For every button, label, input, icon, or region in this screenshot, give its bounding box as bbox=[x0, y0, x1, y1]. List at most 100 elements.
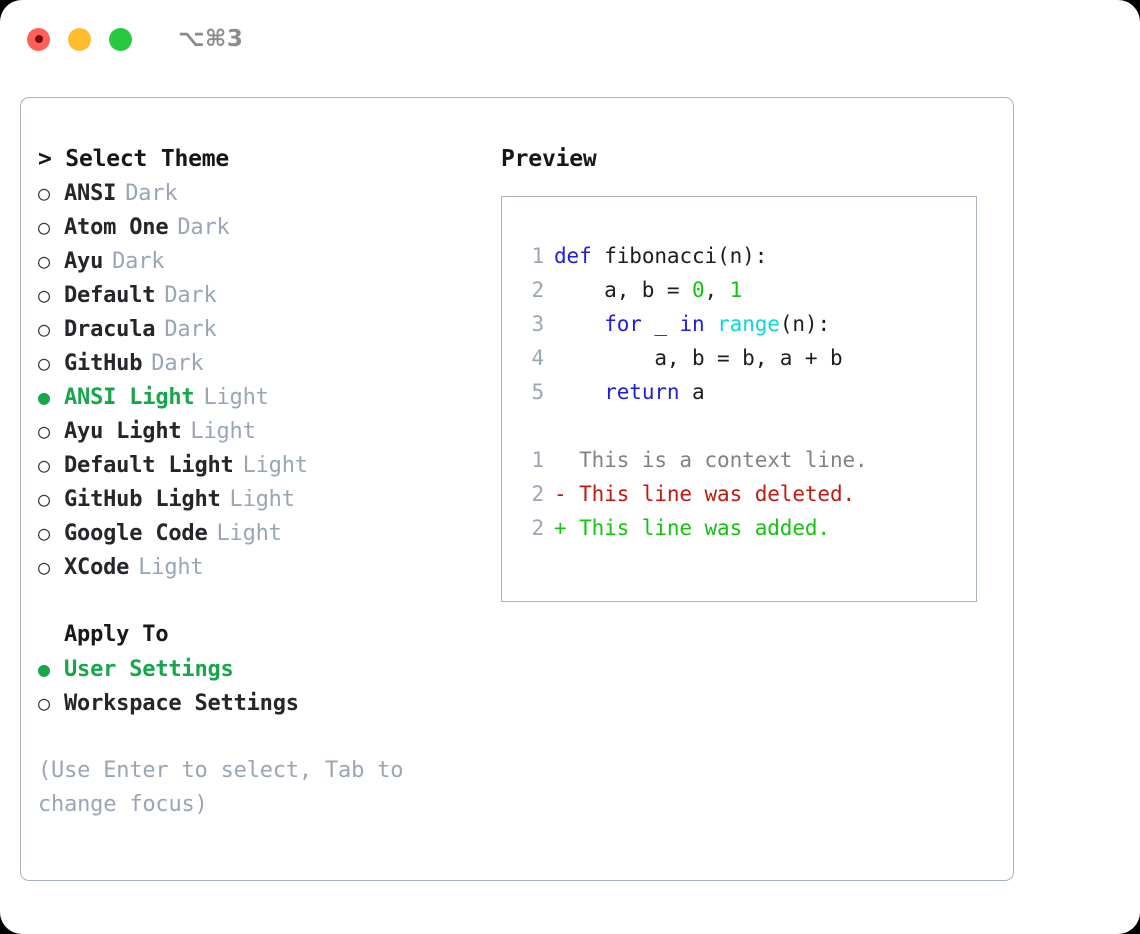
theme-variant-tag: Dark bbox=[177, 215, 230, 240]
radio-unselected-icon: ○ bbox=[38, 691, 50, 715]
code-token-plain bbox=[554, 312, 604, 336]
apply-to-heading: Apply To bbox=[64, 622, 169, 647]
section-spacer bbox=[38, 584, 498, 618]
code-line-text: return a bbox=[554, 375, 705, 409]
radio-unselected-icon: ○ bbox=[38, 555, 50, 579]
diff-line-text: This is a context line. bbox=[554, 448, 868, 472]
code-token-plain: a, b = bbox=[554, 278, 692, 302]
line-number: 5 bbox=[531, 380, 544, 404]
code-line: 2 a, b = 0, 1 bbox=[516, 273, 970, 307]
theme-option-label: Default Light bbox=[64, 453, 234, 478]
select-theme-heading: > Select Theme bbox=[38, 146, 230, 172]
theme-option-label: Google Code bbox=[64, 521, 208, 546]
code-line-text: a, b = b, a + b bbox=[554, 341, 843, 375]
theme-option-ansi-light[interactable]: ● ANSI Light Light bbox=[38, 380, 498, 414]
radio-unselected-icon: ○ bbox=[38, 249, 50, 273]
maximize-window-button[interactable] bbox=[109, 27, 132, 51]
theme-option-label: ANSI bbox=[64, 181, 117, 206]
theme-variant-tag: Light bbox=[203, 385, 269, 410]
theme-option-label: GitHub bbox=[64, 351, 143, 376]
keyboard-hint-text: (Use Enter to select, Tab to change focu… bbox=[38, 758, 404, 817]
theme-option-label: Dracula bbox=[64, 317, 156, 342]
theme-option-label: Ayu bbox=[64, 249, 104, 274]
theme-option-default[interactable]: ○ Default Dark bbox=[38, 278, 498, 312]
code-token-plain bbox=[705, 312, 718, 336]
code-line-text: def fibonacci(n): bbox=[554, 239, 767, 273]
line-number: 3 bbox=[531, 312, 544, 336]
theme-option-xcode[interactable]: ○ XCode Light bbox=[38, 550, 498, 584]
theme-option-ayu-light[interactable]: ○ Ayu Light Light bbox=[38, 414, 498, 448]
code-line: 1 def fibonacci(n): bbox=[516, 239, 970, 273]
theme-variant-tag: Dark bbox=[112, 249, 165, 274]
theme-option-label: Default bbox=[64, 283, 156, 308]
theme-option-label: ANSI Light bbox=[64, 385, 195, 410]
code-token-kw: return bbox=[604, 380, 680, 404]
theme-variant-tag: Dark bbox=[125, 181, 178, 206]
theme-option-ayu[interactable]: ○ Ayu Dark bbox=[38, 244, 498, 278]
theme-option-label: XCode bbox=[64, 555, 130, 580]
theme-option-label: Ayu Light bbox=[64, 419, 182, 444]
code-line: 3 for _ in range(n): bbox=[516, 307, 970, 341]
diff-line-context: 1 This is a context line. bbox=[516, 443, 970, 477]
radio-unselected-icon: ○ bbox=[38, 487, 50, 511]
keyboard-shortcut-label: ⌥⌘3 bbox=[178, 26, 244, 52]
minimize-window-button[interactable] bbox=[68, 27, 91, 51]
code-token-plain: a bbox=[679, 380, 705, 404]
apply-to-option-user-settings[interactable]: ● User Settings bbox=[38, 652, 498, 686]
code-token-plain: , bbox=[704, 278, 730, 302]
apply-to-option-label: User Settings bbox=[64, 657, 234, 682]
line-number: 2 bbox=[531, 482, 544, 506]
radio-unselected-icon: ○ bbox=[38, 181, 50, 205]
preview-heading: Preview bbox=[501, 146, 597, 172]
traffic-light-buttons bbox=[27, 27, 132, 51]
radio-selected-icon: ● bbox=[38, 385, 50, 409]
radio-unselected-icon: ○ bbox=[38, 419, 50, 443]
apply-to-option-label: Workspace Settings bbox=[64, 691, 299, 716]
code-token-plain: fibonacci(n): bbox=[604, 244, 768, 268]
line-number: 4 bbox=[531, 346, 544, 370]
apply-to-option-list[interactable]: ● User Settings ○ Workspace Settings bbox=[38, 652, 498, 720]
theme-variant-tag: Light bbox=[138, 555, 204, 580]
code-line-text: a, b = 0, 1 bbox=[554, 273, 742, 307]
line-number: 1 bbox=[531, 244, 544, 268]
code-diff-separator bbox=[516, 409, 970, 443]
radio-selected-icon: ● bbox=[38, 657, 50, 681]
theme-option-label: Atom One bbox=[64, 215, 169, 240]
theme-variant-tag: Dark bbox=[164, 283, 217, 308]
code-line: 4 a, b = b, a + b bbox=[516, 341, 970, 375]
theme-variant-tag: Light bbox=[242, 453, 308, 478]
window-titlebar: ⌥⌘3 bbox=[0, 0, 1140, 78]
code-token-plain: (n): bbox=[779, 312, 831, 336]
radio-unselected-icon: ○ bbox=[38, 283, 50, 307]
diff-line-text: - This line was deleted. bbox=[554, 482, 856, 506]
code-line-text: for _ in range(n): bbox=[554, 307, 830, 341]
theme-option-label: GitHub Light bbox=[64, 487, 221, 512]
theme-variant-tag: Light bbox=[216, 521, 282, 546]
code-token-plain bbox=[554, 380, 604, 404]
code-token-plain: a, b = b, a + b bbox=[554, 346, 843, 370]
diff-line-add: 2 + This line was added. bbox=[516, 511, 970, 545]
code-token-kw: in bbox=[679, 312, 705, 336]
radio-unselected-icon: ○ bbox=[38, 317, 50, 341]
diff-line-text: + This line was added. bbox=[554, 516, 830, 540]
line-number: 1 bbox=[531, 448, 544, 472]
theme-option-ansi[interactable]: ○ ANSI Dark bbox=[38, 176, 498, 210]
theme-variant-tag: Light bbox=[190, 419, 256, 444]
radio-unselected-icon: ○ bbox=[38, 351, 50, 375]
apply-to-option-workspace-settings[interactable]: ○ Workspace Settings bbox=[38, 686, 498, 720]
diff-line-delete: 2 - This line was deleted. bbox=[516, 477, 970, 511]
close-window-button[interactable] bbox=[27, 27, 50, 51]
line-number: 2 bbox=[531, 516, 544, 540]
